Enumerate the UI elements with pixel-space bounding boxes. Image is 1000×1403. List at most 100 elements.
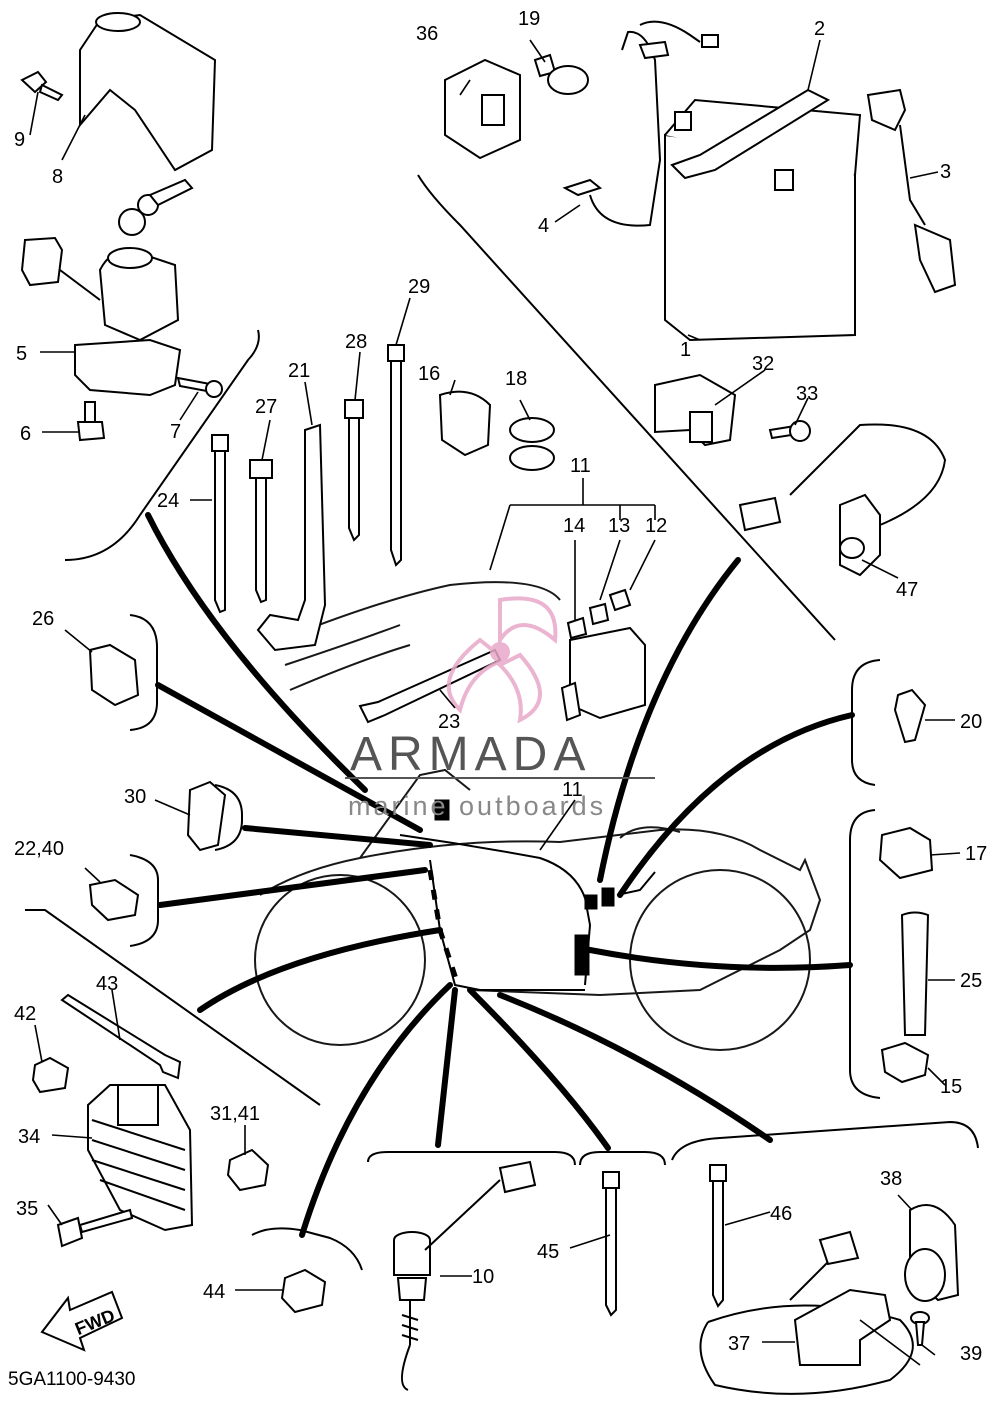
region-boundaries: [25, 174, 979, 1395]
bolt-part-9: [20, 70, 64, 102]
switch-part-10: [393, 1160, 537, 1391]
callout-45: 45: [537, 1241, 559, 1263]
cable-tie-part-28: [344, 399, 364, 542]
callout-12: 12: [645, 515, 667, 537]
forward-direction-arrow: FWD: [40, 1290, 124, 1352]
callout-21: 21: [288, 360, 310, 382]
main-switch-part-5: [20, 178, 194, 397]
callout-28: 28: [345, 331, 367, 353]
harness-connector-lines: [145, 512, 855, 1238]
callout-1: 1: [680, 339, 691, 361]
callout-32: 32: [752, 353, 774, 375]
callout-4: 4: [538, 215, 549, 237]
screw-part-7: [176, 376, 223, 398]
negative-lead-part-3: [866, 88, 957, 294]
callout-47: 47: [896, 579, 918, 601]
clip-part-15: [880, 1041, 930, 1084]
watermark-logo: [446, 596, 558, 724]
positive-lead-part-4: [562, 20, 719, 227]
callout-13: 13: [608, 515, 630, 537]
fuse-box-part-11: [560, 626, 646, 722]
callout-11-harness: 11: [562, 779, 583, 801]
callout-42: 42: [14, 1003, 36, 1025]
sensor-part-37: [789, 1230, 892, 1366]
callout-27: 27: [255, 396, 277, 418]
callout-44: 44: [203, 1281, 225, 1303]
callout-39: 39: [960, 1343, 982, 1365]
callout-10: 10: [472, 1266, 494, 1288]
callout-7: 7: [170, 421, 181, 443]
clip-part-20: [893, 688, 927, 744]
clamp-part-19: [533, 53, 589, 95]
grommet-part-18: [509, 417, 555, 471]
clamp-part-30: [186, 780, 227, 852]
callout-33: 33: [796, 383, 818, 405]
callout-35: 35: [16, 1198, 38, 1220]
screw-part-39: [910, 1311, 930, 1346]
callout-36: 36: [416, 23, 438, 45]
callout-11-top: 11: [570, 455, 591, 477]
sensor-part-47: [738, 423, 947, 577]
callout-3: 3: [940, 161, 951, 183]
band-part-21: [256, 423, 327, 652]
callout-29: 29: [408, 276, 430, 298]
callout-25: 25: [960, 970, 982, 992]
callout-30: 30: [124, 786, 146, 808]
callout-43: 43: [96, 973, 118, 995]
callout-23: 23: [438, 711, 460, 733]
callout-19: 19: [518, 8, 540, 30]
clip-part-44: [280, 1268, 327, 1314]
callout-labels: 1 2 3 4 5 6 7 8 9 10 11 11 12 13 14 15 1…: [14, 8, 987, 1365]
cover-part-38: [904, 1204, 960, 1302]
rectifier-part-34: [87, 1084, 194, 1232]
callout-34: 34: [18, 1126, 40, 1148]
cable-tie-part-23: [358, 648, 502, 724]
callout-18: 18: [505, 368, 527, 390]
watermark-tagline: marine outboards: [348, 791, 606, 821]
callout-16: 16: [418, 363, 440, 385]
callout-2: 2: [814, 18, 825, 40]
cable-tie-part-45: [602, 1171, 620, 1317]
bolt-part-6: [76, 401, 106, 442]
wire-harness: [399, 799, 656, 991]
callout-14: 14: [563, 515, 585, 537]
bracket-part-8: [79, 12, 217, 172]
watermark-brand: ARMADA: [350, 728, 591, 781]
callout-8: 8: [52, 166, 63, 188]
battery-band-part-2: [670, 88, 831, 180]
fuse-part-12: [608, 588, 632, 612]
bolt-part-35: [56, 1208, 134, 1248]
clip-part-31-41: [226, 1148, 270, 1192]
leader-lines: [29, 39, 961, 1366]
clamp-part-16: [438, 390, 492, 457]
cable-tie-part-24: [211, 434, 229, 614]
callout-26: 26: [32, 608, 54, 630]
callout-37: 37: [728, 1333, 750, 1355]
cable-tie-part-46: [709, 1164, 727, 1308]
callout-20: 20: [960, 711, 982, 733]
clip-part-17: [878, 826, 934, 880]
clip-part-22-40: [88, 878, 140, 922]
bolt-part-33: [768, 420, 811, 442]
callout-9: 9: [14, 129, 25, 151]
relay-part-36: [444, 58, 521, 160]
callout-6: 6: [20, 423, 31, 445]
clamp-part-26: [88, 643, 140, 707]
callout-15: 15: [940, 1076, 962, 1098]
callout-17: 17: [965, 843, 987, 865]
callout-22-40: 22,40: [14, 838, 64, 860]
fuse-part-13: [588, 602, 610, 626]
relay-part-32: [654, 373, 737, 447]
callout-46: 46: [770, 1203, 792, 1225]
clip-part-42: [31, 1056, 70, 1094]
cable-tie-part-27: [249, 459, 273, 604]
fuse-part-14: [566, 616, 588, 640]
callout-5: 5: [16, 343, 27, 365]
cable-tie-part-43: [60, 993, 182, 1080]
motorcycle-outline: [254, 581, 822, 1051]
cable-tie-part-29: [387, 344, 405, 567]
diagram-part-code: 5GA1100-9430: [8, 1369, 135, 1390]
callout-24: 24: [157, 490, 179, 512]
